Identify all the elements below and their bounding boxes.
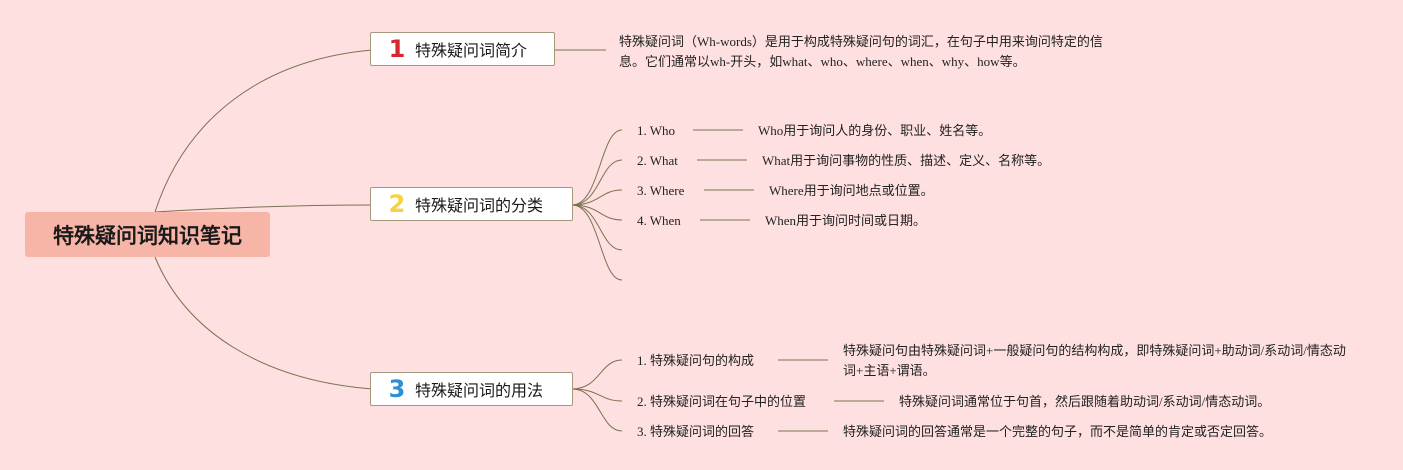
b3-item-desc-3: 特殊疑问词的回答通常是一个完整的句子，而不是简单的肯定或否定回答。 (843, 424, 1273, 439)
b2-item-label-1[interactable]: 1. Who (637, 123, 676, 138)
branch-1-note: 特殊疑问词（Wh-words）是用于构成特殊疑问句的词汇，在句子中用来询问特定的… (619, 34, 1103, 69)
b2-item-desc-4: When用于询问时间或日期。 (765, 213, 927, 228)
branch-node-2[interactable]: 2 特殊疑问词的分类 (370, 187, 573, 221)
edge-b2-empty-1 (571, 204, 623, 251)
b3-item-desc-2: 特殊疑问词通常位于句首，然后跟随着助动词/系动词/情态动词。 (899, 394, 1271, 409)
edge-b2-item-1 (571, 129, 623, 206)
branch-node-1[interactable]: 1 特殊疑问词简介 (370, 32, 555, 66)
branch-title-1: 特殊疑问词简介 (415, 41, 528, 60)
b2-item-label-3[interactable]: 3. Where (637, 183, 685, 198)
edge-b2-item-4 (571, 204, 623, 221)
root-title: 特殊疑问词知识笔记 (53, 223, 242, 248)
b3-item-label-1[interactable]: 1. 特殊疑问句的构成 (637, 353, 755, 368)
edge-b3-item-3 (571, 388, 623, 432)
b3-item-label-2[interactable]: 2. 特殊疑问词在句子中的位置 (637, 394, 807, 409)
number-badge-1: 1 (388, 35, 406, 63)
number-badge-3: 3 (388, 375, 406, 403)
edge-b3-item-1 (571, 359, 623, 390)
branch-node-3[interactable]: 3 特殊疑问词的用法 (370, 372, 573, 406)
number-badge-2: 2 (388, 190, 406, 218)
edge-root-branch-3 (154, 256, 373, 390)
b2-item-desc-2: What用于询问事物的性质、描述、定义、名称等。 (762, 153, 1051, 168)
edge-root-branch-2 (154, 204, 373, 213)
edge-b3-item-2 (571, 388, 623, 402)
b2-item-label-2[interactable]: 2. What (637, 153, 678, 168)
b3-item-desc-1: 特殊疑问句由特殊疑问词+一般疑问句的结构构成，即特殊疑问词+助动词/系动词/情态… (843, 343, 1346, 378)
b2-item-desc-1: Who用于询问人的身份、职业、姓名等。 (758, 123, 992, 138)
b3-item-label-3[interactable]: 3. 特殊疑问词的回答 (637, 424, 755, 439)
b2-item-desc-3: Where用于询问地点或位置。 (769, 183, 934, 198)
edge-b2-item-2 (571, 159, 623, 206)
edge-root-branch-1 (154, 49, 373, 213)
b2-item-label-4[interactable]: 4. When (637, 213, 681, 228)
root-node[interactable]: 特殊疑问词知识笔记 (25, 212, 270, 257)
branch-title-3: 特殊疑问词的用法 (415, 381, 544, 400)
branch-title-2: 特殊疑问词的分类 (415, 196, 544, 215)
edge-b2-empty-2 (571, 204, 623, 281)
edge-b2-item-3 (571, 189, 623, 206)
